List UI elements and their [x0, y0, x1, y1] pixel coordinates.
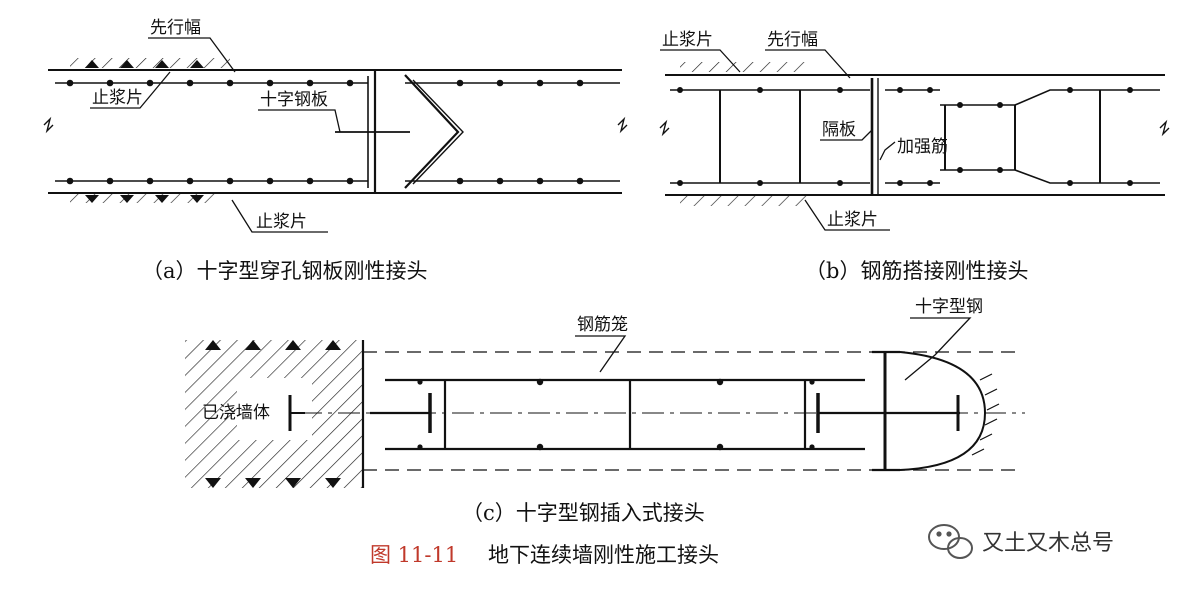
panel-b	[659, 62, 1170, 206]
panel-a-leaders	[90, 37, 341, 233]
panel-b-leaders	[660, 49, 896, 231]
panel-c	[185, 340, 1025, 488]
soil-hatch-b-top	[680, 62, 810, 72]
label-b-partition: 隔板	[822, 120, 856, 140]
figure-number: 图 11-11	[370, 543, 458, 567]
label-c-cross-steel: 十字型钢	[915, 297, 983, 317]
soil-hatch-bottom	[70, 193, 220, 203]
caption-b: （b）钢筋搭接刚性接头	[805, 259, 1028, 283]
label-c-cast-wall: 已浇墙体	[202, 403, 270, 423]
label-a-stop-top: 止浆片	[92, 88, 143, 108]
label-a-cross-plate: 十字钢板	[260, 90, 328, 110]
label-b-stop-bottom: 止浆片	[827, 210, 878, 230]
caption-a: （a）十字型穿孔钢板刚性接头	[142, 259, 428, 283]
label-a-stop-bottom: 止浆片	[256, 212, 307, 232]
label-b-stop-top: 止浆片	[662, 30, 713, 50]
panel-b-dots	[677, 87, 1133, 186]
wechat-icon	[928, 524, 973, 559]
figure-title: 地下连续墙刚性施工接头	[488, 543, 719, 567]
label-c-cage: 钢筋笼	[577, 315, 628, 335]
caption-c: （c）十字型钢插入式接头	[462, 501, 705, 525]
soil-hatch-top	[70, 58, 230, 68]
label-a-lead-width: 先行幅	[150, 18, 201, 38]
panel-a	[43, 58, 628, 203]
soil-hatch-b-bottom	[680, 196, 810, 206]
watermark-text: 又土又木总号	[982, 531, 1114, 556]
panel-c-leaders	[575, 317, 972, 381]
label-b-stiffener: 加强筋	[897, 137, 948, 157]
panel-c-dots	[205, 340, 815, 488]
panel-a-dots	[66, 60, 584, 203]
label-b-lead-width: 先行幅	[767, 30, 818, 50]
